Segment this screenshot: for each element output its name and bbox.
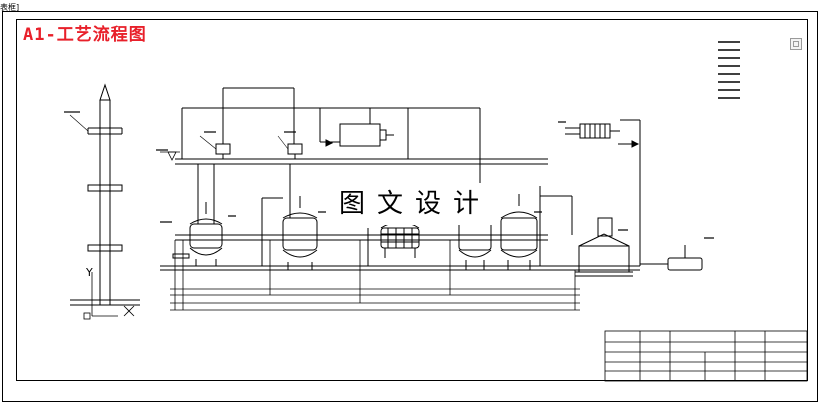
tab-label[interactable]: 表框] [0, 3, 20, 12]
outer-frame [2, 11, 818, 402]
storage-tank [575, 119, 641, 277]
heat-exchanger [565, 123, 640, 148]
product-tank [640, 245, 703, 271]
inner-frame [16, 19, 808, 381]
condensers [199, 135, 303, 159]
main-headers [160, 158, 640, 271]
tank-5 [500, 186, 573, 270]
vent-symbol [160, 151, 180, 161]
pump-unit [325, 123, 394, 147]
upper-piping [181, 87, 481, 196]
layers-icon[interactable] [790, 38, 802, 50]
legend-block [718, 41, 740, 99]
utility-lines [170, 240, 580, 311]
distillation-column [69, 83, 140, 320]
drawing-title: A1-工艺流程图 [23, 25, 147, 45]
tag-labels [64, 111, 714, 239]
watermark-text: 图文设计 [331, 183, 497, 225]
reactor-2 [261, 164, 318, 270]
ucs-axis [91, 272, 135, 317]
axis-y-label: Y [85, 266, 93, 279]
reactor-1 [172, 164, 223, 266]
title-block [604, 330, 808, 382]
extractor [367, 221, 420, 266]
